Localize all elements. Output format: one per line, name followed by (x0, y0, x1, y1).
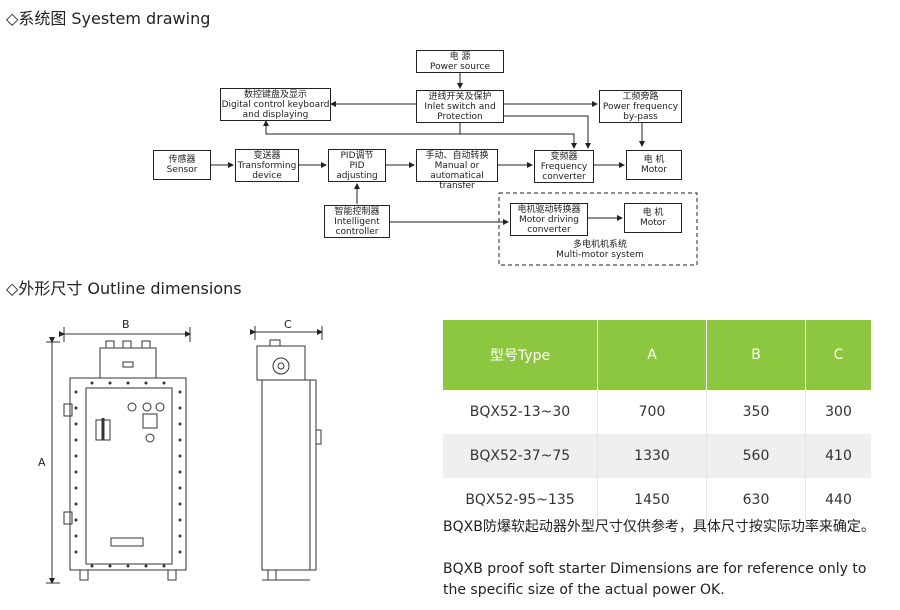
box-label: Transforming (237, 161, 297, 171)
box-label: 变频器 (550, 152, 578, 162)
section-system-heading: ◇系统图 Syestem drawing (6, 5, 210, 29)
box-label: 电 源 (449, 52, 471, 62)
section-system-title: 系统图 Syestem drawing (18, 9, 211, 28)
table-header-c: C (805, 320, 871, 390)
table-cell-c: 300 (825, 404, 852, 420)
box-label: 传感器 (168, 155, 196, 165)
box-label: 电 机 (642, 208, 664, 218)
box-label: Manual or (434, 161, 480, 171)
box-label: controller (335, 227, 379, 237)
table-cell-b: 350 (706, 390, 806, 434)
multi-motor-caption: 多电机机系统 Multi-motor system (540, 240, 660, 260)
diamond-icon: ◇ (6, 279, 19, 298)
box-label: Digital control keyboard (221, 100, 330, 110)
dimension-a-label: A (38, 456, 46, 469)
table-row: BQX52-37~75 1330 560 410 (443, 434, 871, 478)
table-cell-type: BQX52-37~75 (443, 434, 598, 478)
caption-cn: 多电机机系统 (572, 240, 627, 250)
table-cell-b: 630 (706, 478, 806, 522)
box-label: Motor (639, 218, 666, 228)
box-label: device (252, 171, 282, 181)
box-label: 电机驱动转换器 (517, 205, 581, 215)
box-label: 智能控制器 (334, 207, 380, 217)
table-cell-type: BQX52-95~135 (443, 478, 598, 522)
box-label: automatical transfer (430, 171, 484, 191)
box-label: and displaying (242, 110, 309, 120)
box-label: Motor driving (518, 215, 580, 225)
box-label: converter (527, 225, 571, 235)
table-header-a: A (597, 320, 707, 390)
dimension-c-label: C (284, 318, 292, 331)
note-english: BQXB proof soft starter Dimensions are f… (443, 561, 867, 598)
box-label: PID (349, 161, 365, 171)
box-label: Power source (430, 62, 490, 72)
note-chinese: BQXB防爆软起动器外型尺寸仅供参考，具体尺寸按实际功率来确定。 (443, 519, 875, 535)
box-label: 数控键盘及显示 (243, 90, 307, 100)
box-label: 电 机 (643, 155, 665, 165)
table-row: BQX52-95~135 1450 630 440 (443, 478, 871, 522)
table-row: BQX52-13~30 700 350 300 (443, 390, 871, 434)
box-label: by-pass (623, 112, 658, 122)
box-label: Frequency (540, 162, 588, 172)
box-label: 变送器 (253, 151, 281, 161)
box-label: adjusting (336, 171, 378, 181)
table-header-b: B (706, 320, 806, 390)
box-label: Intelligent (334, 217, 380, 227)
caption-en: Multi-motor system (556, 250, 644, 260)
table-cell-a: 1450 (597, 478, 707, 522)
table-cell-c: 440 (825, 492, 852, 508)
box-label: converter (542, 172, 586, 182)
diamond-icon: ◇ (6, 9, 19, 28)
dimension-b-label: B (122, 318, 130, 331)
box-label: Inlet switch and (424, 102, 496, 112)
table-cell-c: 410 (805, 434, 871, 478)
section-outline-title: 外形尺寸 Outline dimensions (18, 279, 242, 298)
table-header-row: 型号Type A B C (443, 320, 871, 390)
table-header-type: 型号Type (443, 320, 598, 390)
box-label: PID调节 (340, 151, 374, 161)
box-label: 工频旁路 (622, 92, 659, 102)
table-cell-a: 1330 (597, 434, 707, 478)
dimension-table: 型号Type A B C BQX52-13~30 700 350 300 BQX… (443, 320, 871, 522)
section-outline-heading: ◇外形尺寸 Outline dimensions (6, 275, 242, 299)
table-cell-b: 560 (706, 434, 806, 478)
table-cell-a: 700 (597, 390, 707, 434)
box-label: Motor (640, 165, 667, 175)
box-label: 进线开关及保护 (428, 92, 492, 102)
table-cell-type: BQX52-13~30 (443, 390, 598, 434)
box-label: Sensor (166, 165, 198, 175)
box-label: Power frequency (602, 102, 679, 112)
box-label: Protection (437, 112, 483, 122)
box-label: 手动、自动转换 (425, 151, 489, 161)
